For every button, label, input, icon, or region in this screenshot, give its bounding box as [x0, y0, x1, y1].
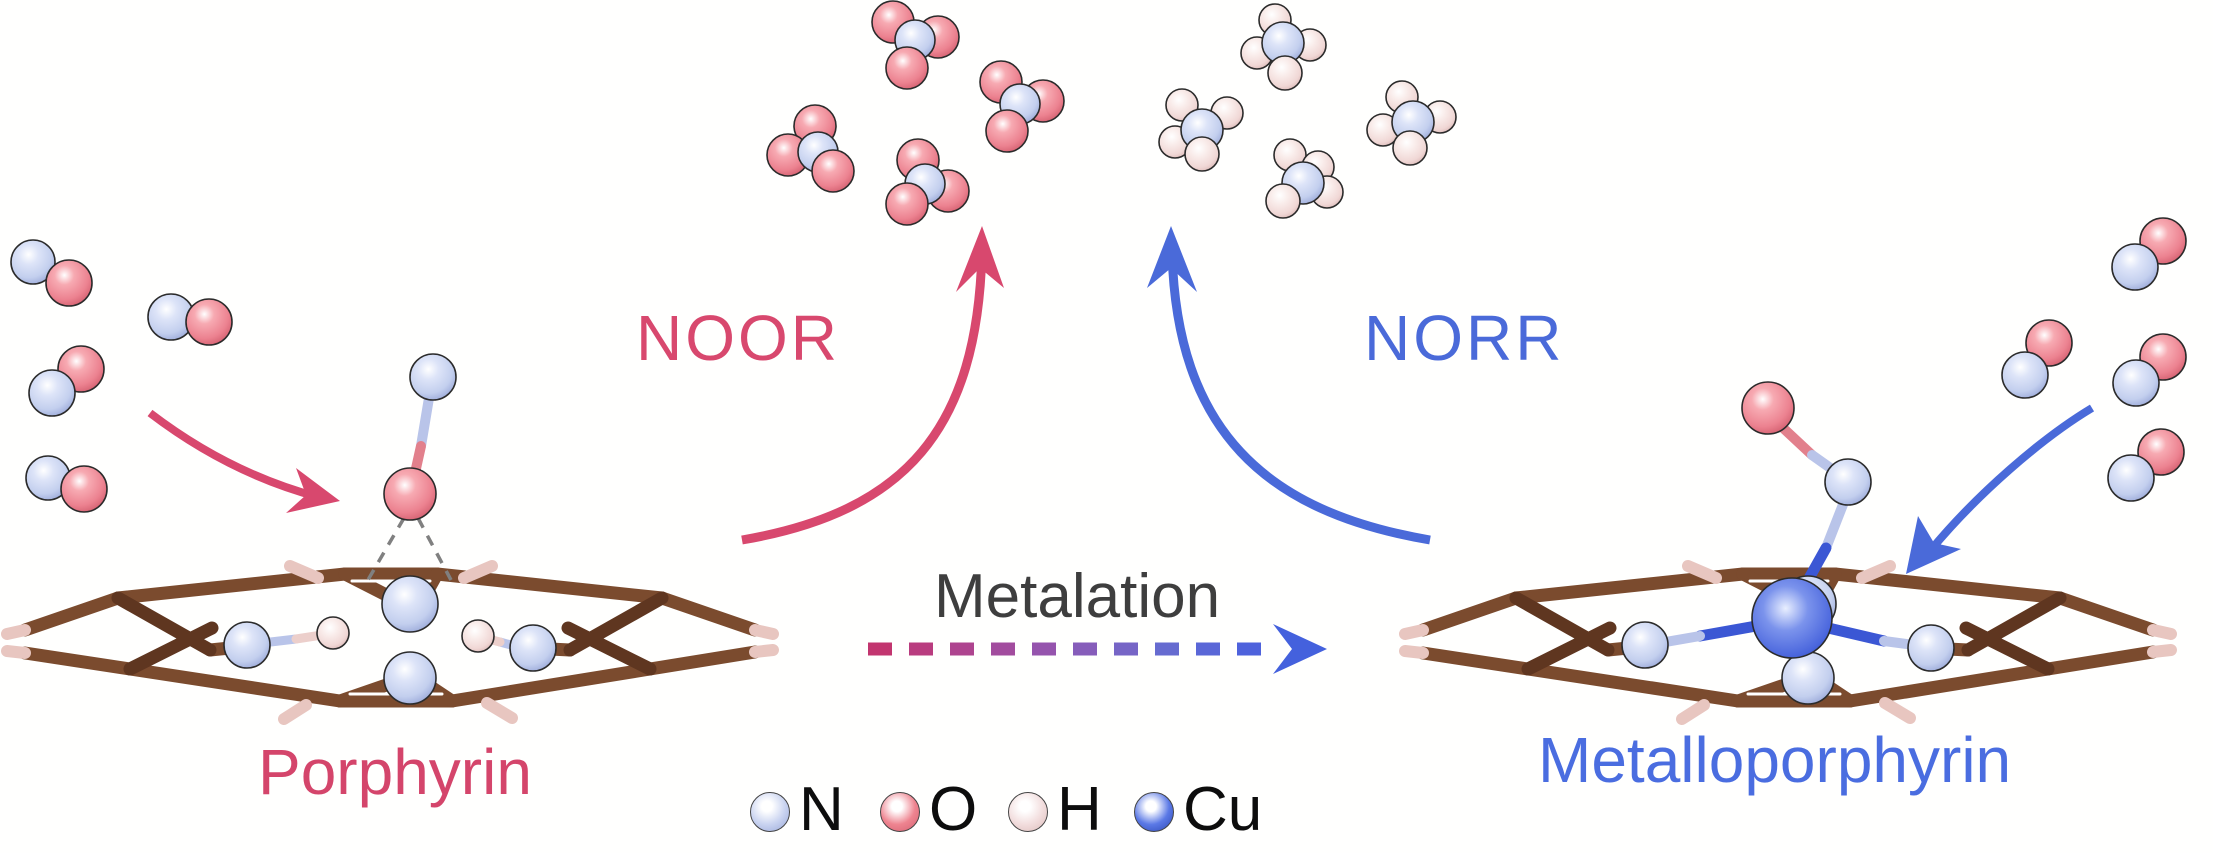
metalation-dash — [1155, 642, 1179, 656]
atom-O — [885, 182, 929, 226]
metalation-dash — [1032, 642, 1056, 656]
no-feed-arrowhead-left — [286, 468, 340, 513]
atom-O — [885, 46, 929, 90]
adsorbed-no-atoms — [1741, 381, 1872, 506]
no-feed-arrowhead-right — [1906, 516, 1961, 574]
atom-N — [1824, 458, 1872, 506]
atom-N — [1621, 621, 1669, 669]
copper-atom-layer — [1751, 577, 1833, 659]
molecule-NH3 — [1265, 138, 1344, 219]
atom-N — [509, 624, 557, 672]
atom-H — [1267, 55, 1303, 91]
atom-N — [2107, 454, 2155, 502]
atom-O — [811, 149, 855, 193]
atom-N — [28, 369, 76, 417]
molecule-NO2 — [871, 0, 960, 90]
metalation-dash — [909, 642, 933, 656]
atom-N — [1781, 651, 1835, 705]
molecule-adsorbed-NO — [1741, 381, 1872, 506]
atom-O — [185, 298, 233, 346]
molecule-NO — [2112, 333, 2187, 407]
atom-H — [316, 616, 350, 650]
noor-label: NOOR — [636, 302, 840, 374]
metalloporphyrin-label: Metalloporphyrin — [1538, 724, 2012, 796]
metalation-dash — [1196, 642, 1220, 656]
atom-O — [45, 259, 93, 307]
molecule-porphyrin-ring-N — [223, 575, 557, 705]
noor-arrowhead — [956, 226, 1004, 292]
atom-N — [2001, 351, 2049, 399]
molecule-NH3 — [1240, 3, 1327, 91]
metalation-arrow-dashes — [868, 642, 1261, 656]
atom-N — [381, 575, 439, 633]
metalation-dash — [1114, 642, 1138, 656]
atom-H — [1184, 136, 1220, 172]
atom-N — [383, 651, 437, 705]
molecule-NH3 — [1158, 88, 1244, 172]
molecule-NO — [28, 345, 105, 417]
atom-O — [1741, 381, 1795, 435]
atom-N — [2112, 359, 2160, 407]
metalation-dash — [950, 642, 974, 656]
gas-molecules — [10, 0, 2187, 513]
molecule-NO — [25, 455, 108, 513]
molecule-NO2 — [766, 104, 855, 193]
no-feed-arrow-right — [1926, 404, 2095, 554]
molecule-NO — [147, 293, 233, 346]
atom-N — [223, 621, 271, 669]
molecule-NO — [2001, 319, 2073, 399]
molecule-NO2 — [885, 138, 970, 226]
atom-N — [2111, 243, 2159, 291]
no-feed-arrow-left — [147, 409, 320, 501]
atom-Cu — [1751, 577, 1833, 659]
atom-H — [1265, 183, 1301, 219]
molecule-adsorbed-NO — [383, 353, 457, 521]
atom-O — [2025, 319, 2073, 367]
porphyrin-atoms — [223, 353, 557, 705]
atom-O — [985, 109, 1029, 153]
porphyrin-label: Porphyrin — [258, 736, 532, 808]
norr-label: NORR — [1364, 302, 1565, 374]
metalation-label: Metalation — [934, 562, 1221, 631]
atom-N — [409, 353, 457, 401]
molecule-NH3 — [1366, 80, 1457, 166]
metalation-dash — [1237, 642, 1261, 656]
reaction-arrows — [147, 226, 2095, 574]
atom-H — [1392, 130, 1428, 166]
metalation-dash — [991, 642, 1015, 656]
atom-N — [10, 239, 56, 285]
molecule-NO — [2111, 217, 2187, 291]
norr-arrow-curve — [1167, 249, 1431, 545]
atom-H — [461, 619, 495, 653]
atom-O — [383, 467, 437, 521]
molecule-NO2 — [979, 60, 1065, 153]
metalation-dash — [868, 642, 892, 656]
molecule-NO — [2107, 428, 2185, 502]
atom-O — [60, 465, 108, 513]
metalation-arrowhead — [1273, 624, 1327, 674]
norr-arrowhead — [1147, 226, 1197, 292]
molecule-copper-center — [1751, 577, 1833, 659]
molecule-NO — [10, 239, 93, 307]
noor-arrow-curve — [741, 249, 987, 545]
atom-N — [1907, 624, 1955, 672]
metalation-dash — [1073, 642, 1097, 656]
